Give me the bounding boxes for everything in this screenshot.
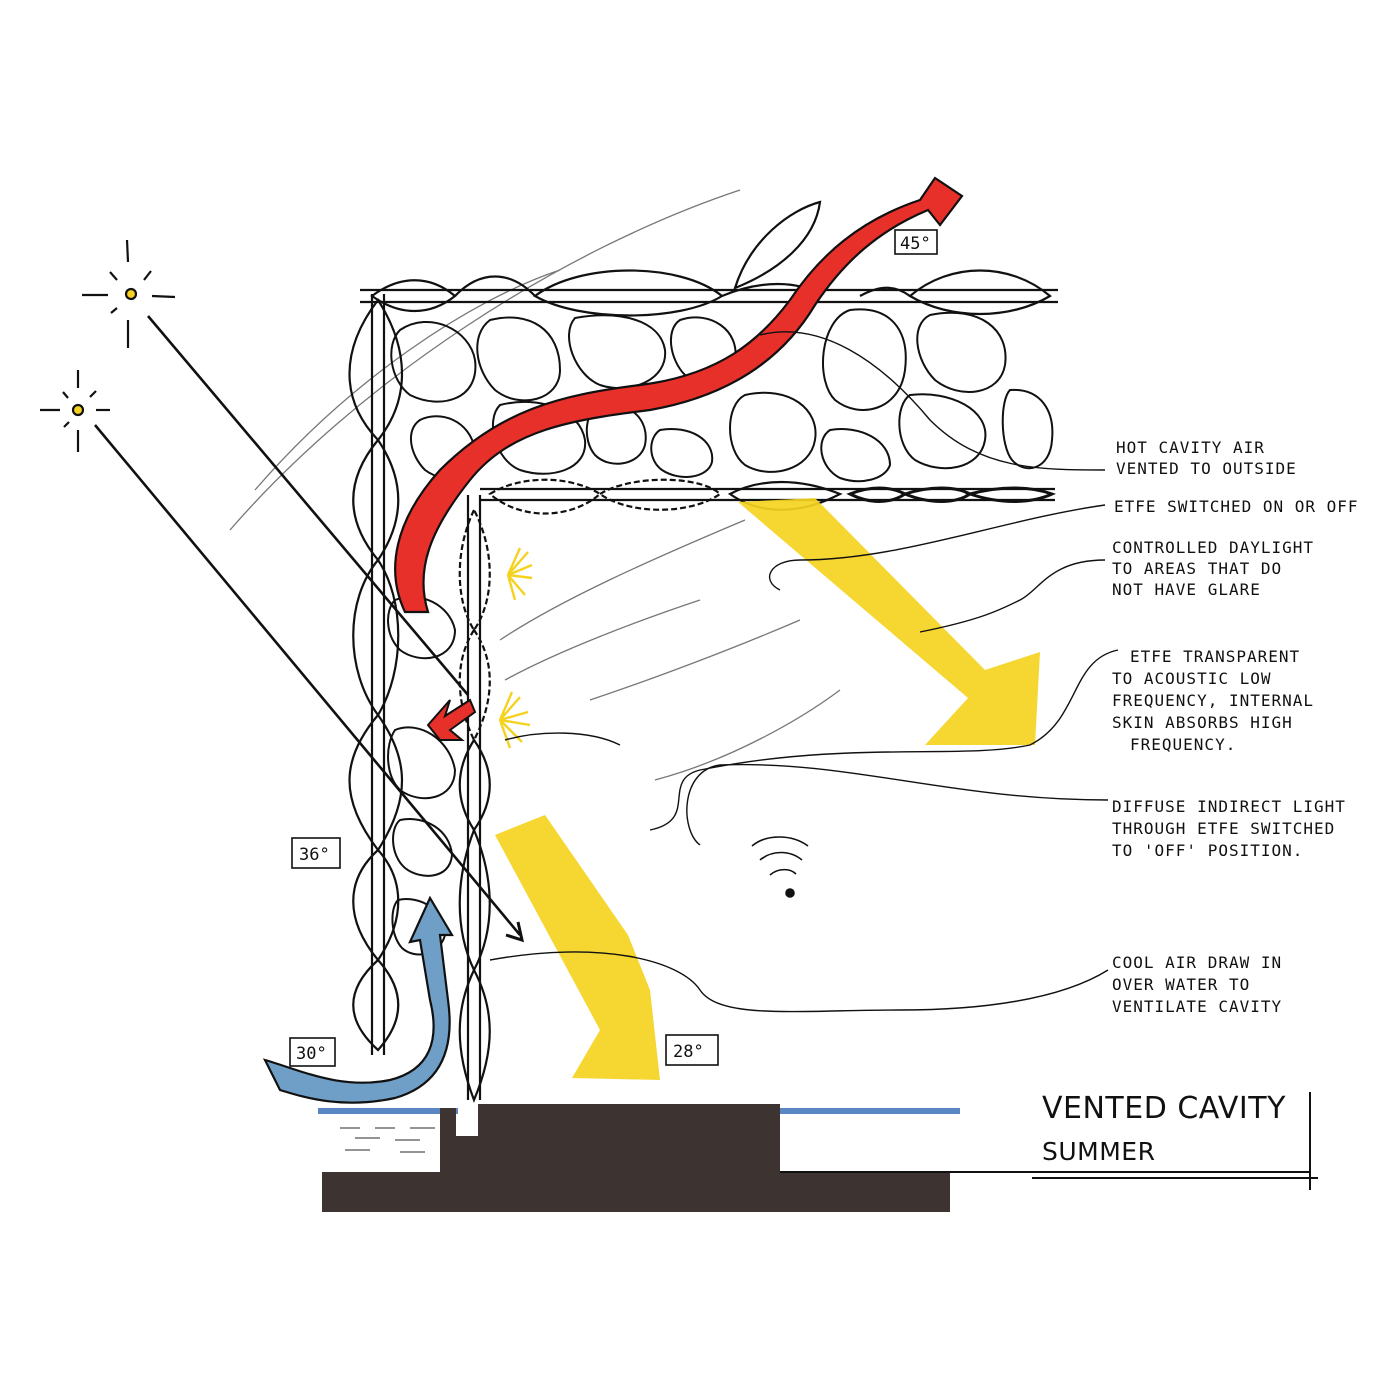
svg-text:36°: 36° <box>299 845 330 865</box>
angle-label-28: 28° <box>665 1034 719 1066</box>
sun-icon <box>40 370 110 452</box>
angle-label-30: 30° <box>289 1037 336 1067</box>
svg-text:CONTROLLED DAYLIGHT: CONTROLLED DAYLIGHT <box>1112 538 1314 557</box>
svg-text:HOT CAVITY AIR: HOT CAVITY AIR <box>1116 438 1265 457</box>
svg-text:30°: 30° <box>296 1044 327 1064</box>
svg-text:28°: 28° <box>673 1042 704 1062</box>
title-line-1: VENTED CAVITY <box>1042 1091 1286 1126</box>
angle-label-36: 36° <box>291 837 341 869</box>
ground-foundation <box>322 1104 950 1212</box>
svg-text:OVER WATER TO: OVER WATER TO <box>1112 975 1250 994</box>
water <box>318 1108 960 1153</box>
svg-text:THROUGH ETFE SWITCHED: THROUGH ETFE SWITCHED <box>1112 819 1335 838</box>
annotation-etfe-switched: ETFE SWITCHED ON OR OFF <box>1114 497 1359 516</box>
svg-text:VENTILATE CAVITY: VENTILATE CAVITY <box>1112 997 1282 1016</box>
daylight-arrow-lower <box>495 815 660 1080</box>
svg-text:TO ACOUSTIC LOW: TO ACOUSTIC LOW <box>1112 669 1272 688</box>
title-block: VENTED CAVITY SUMMER <box>1032 1091 1318 1190</box>
sun-icon <box>82 239 176 348</box>
annotation-diffuse-light: DIFFUSE INDIRECT LIGHT THROUGH ETFE SWIT… <box>1112 797 1346 860</box>
annotation-controlled-daylight: CONTROLLED DAYLIGHT TO AREAS THAT DO NOT… <box>1112 538 1314 599</box>
svg-text:NOT HAVE GLARE: NOT HAVE GLARE <box>1112 580 1261 599</box>
cool-air-flow-arrow <box>262 895 454 1104</box>
outer-wall <box>348 294 403 1055</box>
svg-text:FREQUENCY, INTERNAL: FREQUENCY, INTERNAL <box>1112 691 1314 710</box>
light-burst-icon <box>506 547 533 601</box>
svg-text:ETFE SWITCHED ON OR OFF: ETFE SWITCHED ON OR OFF <box>1114 497 1359 516</box>
cellular-structure <box>387 308 1054 956</box>
light-burst-icon <box>498 691 531 749</box>
svg-text:SKIN ABSORBS HIGH: SKIN ABSORBS HIGH <box>1112 713 1293 732</box>
annotation-hot-cavity-air: HOT CAVITY AIR VENTED TO OUTSIDE <box>1116 438 1297 478</box>
annotation-etfe-acoustic: ETFE TRANSPARENT TO ACOUSTIC LOW FREQUEN… <box>1112 647 1314 754</box>
svg-text:ETFE TRANSPARENT: ETFE TRANSPARENT <box>1130 647 1300 666</box>
svg-text:TO AREAS THAT DO: TO AREAS THAT DO <box>1112 559 1282 578</box>
outer-roof <box>360 200 1058 317</box>
svg-text:TO 'OFF' POSITION.: TO 'OFF' POSITION. <box>1112 841 1303 860</box>
inner-wall <box>458 495 491 1103</box>
hot-air-flow-arrow <box>394 176 964 614</box>
angle-label-45: 45° <box>894 229 938 255</box>
svg-text:COOL AIR DRAW IN: COOL AIR DRAW IN <box>1112 953 1282 972</box>
svg-text:FREQUENCY.: FREQUENCY. <box>1130 735 1236 754</box>
annotation-cool-air: COOL AIR DRAW IN OVER WATER TO VENTILATE… <box>1112 953 1282 1016</box>
svg-text:DIFFUSE INDIRECT LIGHT: DIFFUSE INDIRECT LIGHT <box>1112 797 1346 816</box>
daylight-arrow-upper <box>738 498 1040 745</box>
hot-air-inflow-arrow <box>426 698 477 741</box>
sun-ray-lines <box>94 315 525 943</box>
leader-lines <box>489 331 1119 1013</box>
svg-text:VENTED TO OUTSIDE: VENTED TO OUTSIDE <box>1116 459 1297 478</box>
svg-text:45°: 45° <box>900 234 931 254</box>
sound-source-icon <box>751 836 809 898</box>
construction-lines <box>229 189 841 781</box>
title-line-2: SUMMER <box>1042 1137 1155 1166</box>
